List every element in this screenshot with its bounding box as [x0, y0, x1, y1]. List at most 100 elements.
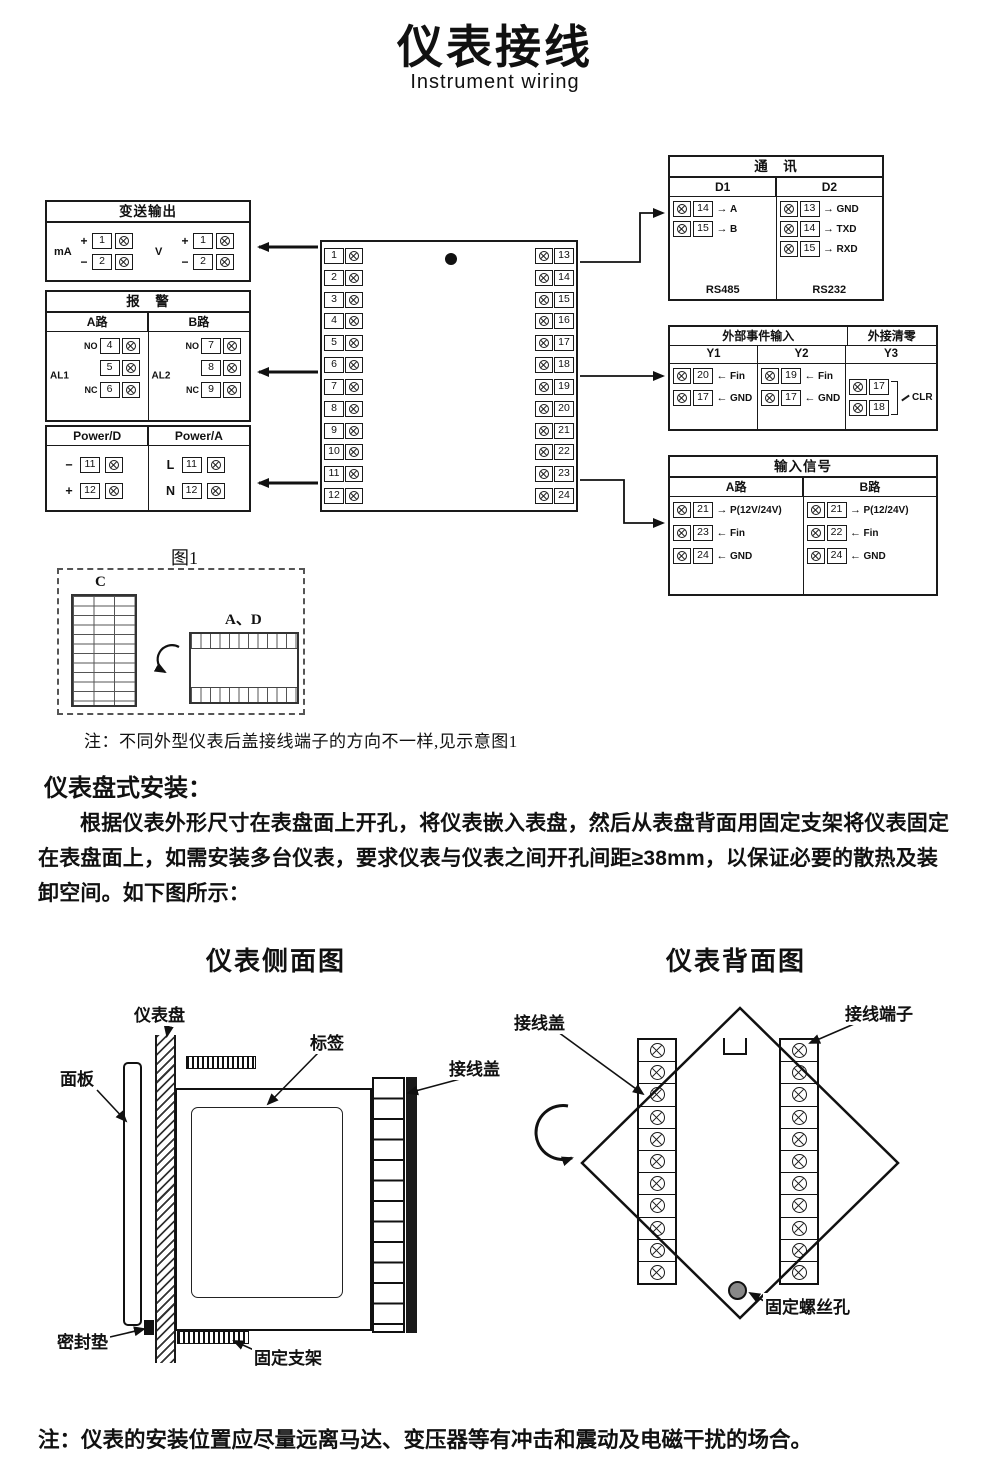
- signal-label: P(12/24V): [863, 504, 909, 516]
- leader-screw-hole: [748, 1292, 765, 1303]
- signal-label: B: [730, 223, 738, 235]
- screw-icon: [783, 204, 794, 214]
- screw-icon: [791, 1176, 807, 1192]
- terminal-cell: [639, 1151, 675, 1174]
- screw-icon: [791, 1154, 807, 1170]
- wire-arrow: ←: [716, 370, 728, 382]
- terminal-row: − 11: [63, 456, 148, 473]
- comm-d2-column: 13 → GND 14 → TXD: [777, 197, 883, 299]
- terminal-row: − 2: [180, 254, 234, 270]
- terminal-number: 2: [193, 254, 213, 270]
- terminal-screw: [673, 502, 691, 518]
- label-wiring-terminals: 接线端子: [843, 1000, 915, 1025]
- install-paragraph: 根据仪表外形尺寸在表盘面上开孔，将仪表嵌入表盘，然后从表盘背面用固定支架将仪表固…: [38, 812, 950, 905]
- terminal-cell: [639, 1240, 675, 1262]
- terminal-row: 24 ← GND: [673, 548, 803, 564]
- clr-bracket: [891, 380, 898, 415]
- screw-icon: [810, 528, 821, 538]
- screw-icon: [125, 363, 136, 373]
- terminal-row: 14 → A: [673, 201, 776, 217]
- screw-icon: [677, 204, 687, 214]
- power-body: − 11 + 12 L 11: [47, 446, 249, 510]
- screw-icon: [539, 251, 549, 261]
- terminal-cell: [781, 1262, 817, 1283]
- fixing-bracket-rod-bottom: [177, 1331, 249, 1344]
- terminal-row: 12: [324, 487, 363, 504]
- label-fixing-screw-hole: 固定螺丝孔: [763, 1293, 852, 1318]
- screw-icon: [539, 469, 549, 480]
- screw-icon: [791, 1220, 807, 1236]
- terminal-row: 23 ← Fin: [673, 525, 803, 541]
- terminal-number: 5: [324, 335, 344, 352]
- screw-icon: [349, 338, 359, 349]
- comm-col-d2: D2: [821, 180, 838, 194]
- terminal-number: 17: [554, 335, 574, 352]
- screw-icon: [649, 1065, 665, 1081]
- screw-icon: [349, 447, 359, 458]
- terminal-screw: [806, 525, 825, 541]
- transmit-group-ma: mA + 1 − 2: [47, 223, 148, 280]
- install-heading: 仪表盘式安装：: [44, 775, 212, 802]
- terminal-cover-bar: [406, 1077, 417, 1333]
- contact-tag: NO: [84, 341, 98, 351]
- screw-icon: [539, 381, 549, 392]
- terminal-row: 14: [535, 269, 574, 286]
- relay-label: AL1: [50, 370, 69, 382]
- signal-label: GND: [730, 550, 753, 562]
- terminal-screw: [206, 483, 225, 500]
- screw-icon: [119, 236, 129, 246]
- polarity-sign: L: [166, 457, 175, 472]
- event-col-y2: Y2: [758, 346, 846, 363]
- event-y1-column: 20 ← Fin 17 ← GND: [670, 364, 758, 429]
- wire-arrow: ←: [850, 527, 861, 539]
- signal-label: TXD: [836, 223, 857, 235]
- transmit-group-label: mA: [54, 245, 72, 258]
- terminal-screw: [535, 269, 553, 286]
- input-b-column: 21 → P(12/24V) 22 ← Fin: [804, 497, 937, 594]
- event-body: 20 ← Fin 17 ← GND: [670, 364, 936, 429]
- bottom-note: 注：仪表的安装位置应尽量远离马达、变压器等有冲击和震动及电磁干扰的场合。: [38, 1428, 813, 1452]
- power-col-d: Power/D: [73, 429, 122, 443]
- terminal-number: 24: [826, 548, 847, 564]
- terminal-number: 12: [80, 483, 100, 500]
- transmit-v-rows: + 1 − 2: [180, 233, 234, 270]
- screw-icon: [349, 251, 359, 261]
- transmit-ma-rows: + 1 − 2: [79, 233, 133, 270]
- screw-icon: [119, 257, 129, 267]
- terminal-cell: [639, 1107, 675, 1129]
- polarity-sign: −: [181, 255, 189, 269]
- terminal-row: 17: [535, 335, 574, 352]
- power-a-rows: L 11 N 12: [149, 446, 250, 510]
- terminal-number: 13: [799, 201, 820, 217]
- terminal-number: 1: [193, 233, 213, 249]
- terminal-row: 24: [535, 487, 574, 504]
- power-d-rows: − 11 + 12: [47, 446, 149, 510]
- terminal-screw: [761, 368, 779, 384]
- terminal-number: 11: [324, 466, 344, 483]
- screw-icon: [539, 272, 549, 283]
- signal-label: A: [730, 203, 738, 215]
- instrument-body: [175, 1088, 372, 1331]
- terminal-number: 9: [324, 422, 344, 439]
- terminal-number: 12: [324, 487, 344, 504]
- terminal-cell: [639, 1040, 675, 1063]
- terminal-number: 23: [554, 466, 574, 483]
- terminal-row: 13 → GND: [779, 201, 883, 217]
- input-col-b: B路: [859, 480, 881, 494]
- terminal-number: 1: [324, 248, 344, 264]
- figure-1-caption: 图1: [171, 548, 198, 568]
- screw-icon: [677, 551, 687, 561]
- connector-ad-label: A、D: [225, 612, 262, 628]
- terminal-number: 1: [92, 233, 112, 249]
- terminal-row: 15 → RXD: [779, 241, 883, 257]
- event-input-panel: 外部事件输入 外接清零 Y1 Y2 Y3 20 ← Fin: [668, 325, 938, 431]
- comm-d1-rows: 14 → A 15 → B: [670, 199, 776, 237]
- terminal-number: 7: [324, 378, 344, 395]
- contact-tag: NC: [84, 385, 98, 395]
- terminal-cell: [781, 1151, 817, 1174]
- wire-arrow: ←: [804, 392, 816, 404]
- terminal-number: 11: [181, 456, 202, 473]
- event-y2-column: 19 ← Fin 17 ← GND: [758, 364, 846, 429]
- terminal-cell: [639, 1084, 675, 1107]
